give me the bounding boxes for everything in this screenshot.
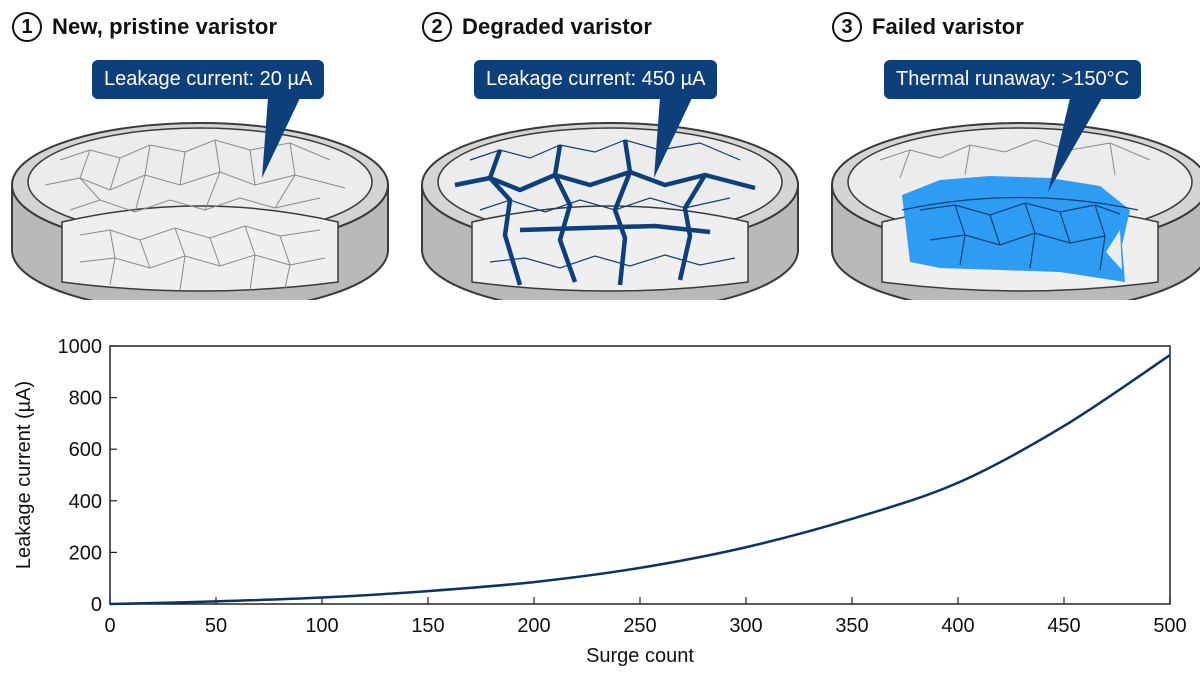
x-tick-label: 100 bbox=[305, 615, 338, 637]
x-tick-label: 450 bbox=[1047, 615, 1080, 637]
thermal-callout: Thermal runaway: >150°C bbox=[884, 60, 1142, 99]
y-tick-label: 0 bbox=[91, 594, 102, 616]
y-tick-label: 1000 bbox=[58, 336, 103, 358]
panel-title: New, pristine varistor bbox=[52, 14, 278, 39]
panel-heading: 1 New, pristine varistor bbox=[12, 12, 277, 42]
panel-failed-varistor: 3 Failed varistor Thermal runaway: >150°… bbox=[820, 0, 1200, 300]
x-tick-label: 150 bbox=[411, 615, 444, 637]
panel-heading: 3 Failed varistor bbox=[832, 12, 1024, 42]
x-tick-label: 300 bbox=[729, 615, 762, 637]
leakage-callout: Leakage current: 450 µA bbox=[474, 60, 718, 99]
y-tick-label: 200 bbox=[69, 542, 102, 564]
y-tick-label: 600 bbox=[69, 439, 102, 461]
x-tick-label: 200 bbox=[517, 615, 550, 637]
x-tick-label: 350 bbox=[835, 615, 868, 637]
step-number: 2 bbox=[422, 12, 452, 42]
panel-heading: 2 Degraded varistor bbox=[422, 12, 652, 42]
leakage-curve bbox=[109, 353, 1171, 606]
panel-title: Failed varistor bbox=[872, 14, 1024, 39]
varistor-disk-degraded bbox=[421, 98, 799, 300]
x-tick-label: 400 bbox=[941, 615, 974, 637]
x-tick-label: 0 bbox=[104, 615, 115, 637]
panel-new-varistor: 1 New, pristine varistor Leakage current… bbox=[0, 0, 400, 300]
varistor-disk-new bbox=[11, 98, 389, 300]
leakage-callout: Leakage current: 20 µA bbox=[92, 60, 325, 99]
panel-degraded-varistor: 2 Degraded varistor Leakage current: 450… bbox=[410, 0, 810, 300]
y-tick-label: 800 bbox=[69, 388, 102, 410]
x-tick-label: 500 bbox=[1153, 615, 1186, 637]
leakage-vs-surge-chart: 0 50 100 150 200 250 300 350 400 450 500 0 200 400 600… bbox=[13, 336, 1187, 667]
step-number: 1 bbox=[12, 12, 42, 42]
x-axis-title: Surge count bbox=[586, 645, 694, 667]
varistor-disk-failed bbox=[831, 98, 1200, 300]
y-tick-label: 400 bbox=[69, 491, 102, 513]
step-number: 3 bbox=[832, 12, 862, 42]
x-tick-label: 250 bbox=[623, 615, 656, 637]
plot-frame bbox=[109, 345, 1171, 605]
x-tick-label: 50 bbox=[205, 615, 227, 637]
panel-title: Degraded varistor bbox=[462, 14, 652, 39]
y-axis-title: Leakage current (µA) bbox=[13, 381, 35, 569]
